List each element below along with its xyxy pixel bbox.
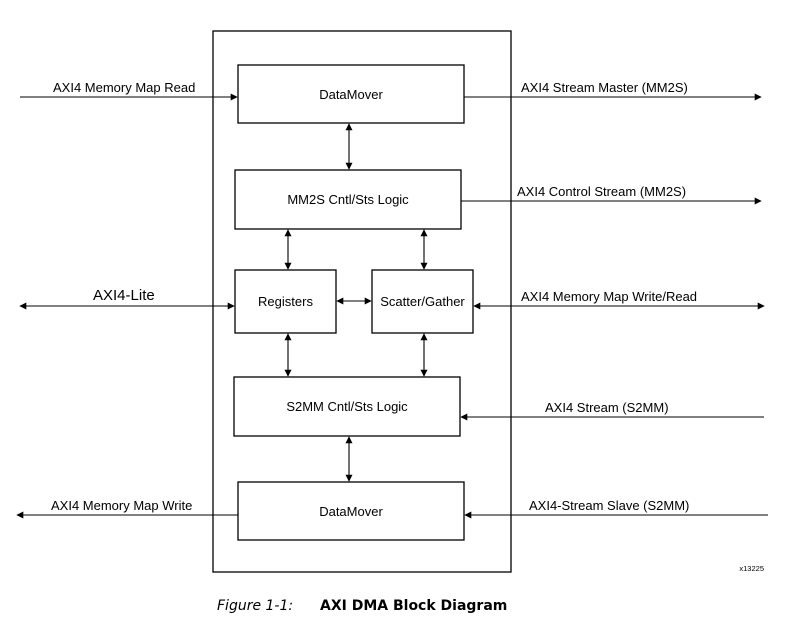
mm2s-logic-block: MM2S Cntl/Sts Logic <box>234 169 462 230</box>
axi4-mm-write-label: AXI4 Memory Map Write <box>51 498 192 513</box>
datamover-top-block: DataMover <box>237 64 465 124</box>
axi4-lite-label: AXI4-Lite <box>93 287 155 304</box>
axi4-control-stream-label: AXI4 Control Stream (MM2S) <box>517 184 686 199</box>
s2mm-logic-block: S2MM Cntl/Sts Logic <box>233 376 461 437</box>
caption-title: AXI DMA Block Diagram <box>320 598 507 614</box>
registers-label: Registers <box>258 294 313 309</box>
figure-id: x13225 <box>739 564 764 573</box>
datamover-bottom-label: DataMover <box>319 504 383 519</box>
s2mm-logic-label: S2MM Cntl/Sts Logic <box>286 399 408 414</box>
axi4-mm-write-read-label: AXI4 Memory Map Write/Read <box>521 289 697 304</box>
axi4-stream-s2mm-label: AXI4 Stream (S2MM) <box>545 400 669 415</box>
datamover-bottom-block: DataMover <box>237 481 465 541</box>
mm2s-logic-label: MM2S Cntl/Sts Logic <box>287 192 409 207</box>
scatter-gather-block: Scatter/Gather <box>371 269 474 334</box>
axi4-stream-master-label: AXI4 Stream Master (MM2S) <box>521 80 688 95</box>
scatter-gather-label: Scatter/Gather <box>380 294 465 309</box>
axi-dma-container <box>212 30 512 573</box>
caption-number: Figure 1-1: <box>217 598 293 614</box>
datamover-top-label: DataMover <box>319 87 383 102</box>
registers-block: Registers <box>234 269 337 334</box>
axi4-stream-slave-label: AXI4-Stream Slave (S2MM) <box>529 498 689 513</box>
axi4-mm-read-label: AXI4 Memory Map Read <box>53 80 195 95</box>
